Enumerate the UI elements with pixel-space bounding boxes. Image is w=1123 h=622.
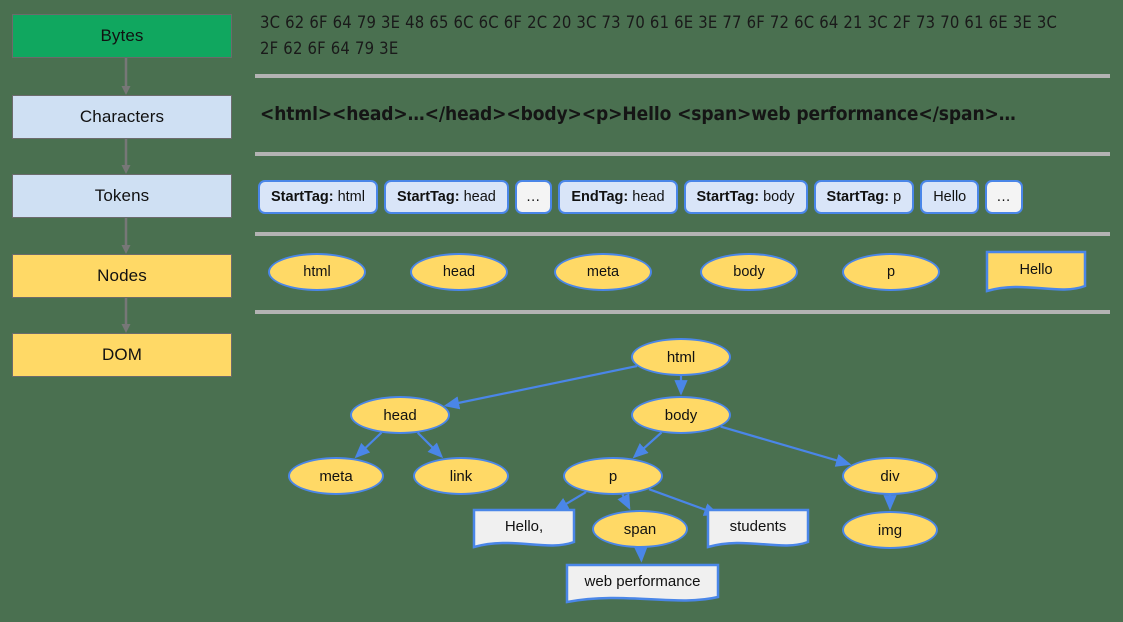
parse-node-label: html [303,264,331,280]
content-panel: 3C 62 6F 64 79 3E 48 65 6C 6C 6F 2C 20 3… [250,0,1123,622]
document-shape-icon [565,563,720,604]
separator-nodes-dom [255,310,1110,314]
pipeline-arrow-down-icon [121,139,131,174]
dom-node-body[interactable]: body [631,396,731,434]
parse-node-p[interactable]: p [842,253,940,291]
parse-node-label: head [442,264,476,280]
token-value: head [632,189,665,205]
dom-node-div[interactable]: div [842,457,938,495]
token-value: html [337,189,365,205]
pipeline-arrow-down-icon [121,58,131,95]
token-chip[interactable]: … [985,180,1023,214]
dom-node-hello[interactable]: Hello, [472,508,576,550]
document-shape-icon [985,250,1087,293]
token-chip[interactable]: StartTag:head [383,180,509,214]
pipeline-stage-characters: Characters [12,95,232,139]
pipeline-stage-label: Tokens [94,186,150,205]
dom-node-label: head [383,406,417,424]
token-prefix: StartTag: [271,189,334,205]
dom-node-link[interactable]: link [413,457,509,495]
bytes-hex-text: 3C 62 6F 64 79 3E 48 65 6C 6C 6F 2C 20 3… [260,13,1058,58]
token-prefix: EndTag: [571,189,629,205]
dom-node-stud[interactable]: students [706,508,810,550]
dom-node-label: link [449,467,473,485]
parse-node-label: body [733,264,765,280]
tree-edge [443,364,638,410]
separator-bytes-characters [255,74,1110,78]
token-prefix: StartTag: [396,189,460,205]
dom-node-html[interactable]: html [631,338,731,376]
token-chip[interactable]: StartTag:html [258,180,378,214]
parse-node-label: Hello [1019,261,1053,278]
characters-markup-text: <html><head>…</head><body><p>Hello <span… [260,103,1016,125]
token-prefix: StartTag: [696,189,760,205]
dom-node-label: web performance [584,572,701,590]
parse-node-head[interactable]: head [410,253,508,291]
dom-node-label: body [664,406,698,424]
pipeline-stage-label: Characters [79,107,165,126]
dom-node-p[interactable]: p [563,457,663,495]
document-shape-icon [706,508,810,549]
tree-edge [553,491,587,512]
pipeline-stage-bytes: Bytes [12,14,232,58]
parse-node-body[interactable]: body [700,253,798,291]
token-chip[interactable]: Hello [920,180,980,214]
dom-node-label: students [729,517,787,535]
pipeline-stage-label: Bytes [100,26,144,45]
parse-node-html[interactable]: html [268,253,366,291]
parse-node-label: meta [586,264,620,280]
pipeline-stage-nodes: Nodes [12,254,232,298]
dom-node-label: meta [319,467,353,485]
token-chip[interactable]: StartTag:p [813,180,915,214]
dom-node-img[interactable]: img [842,511,938,549]
token-value: Hello [933,189,967,205]
dom-node-label: img [877,521,903,539]
parse-node-meta[interactable]: meta [554,253,652,291]
tree-edge [634,546,648,563]
token-value: body [763,189,795,205]
separator-characters-tokens [255,152,1110,156]
dom-node-webp[interactable]: web performance [565,563,720,605]
dom-node-label: Hello, [504,517,544,535]
pipeline-stage-label: DOM [102,345,142,364]
pipeline-stage-dom: DOM [12,333,232,377]
token-value: p [893,189,902,205]
pipeline-arrow-down-icon [121,218,131,254]
token-chip[interactable]: … [514,180,553,214]
token-value: head [463,189,496,205]
tree-edge [720,425,852,467]
pipeline-arrow-down-icon [121,298,131,333]
tree-edge [416,431,444,459]
pipeline-stage-tokens: Tokens [12,174,232,218]
separator-tokens-nodes [255,232,1110,236]
token-chip[interactable]: StartTag:body [683,180,808,214]
dom-node-meta[interactable]: meta [288,457,384,495]
dom-node-span[interactable]: span [592,510,688,548]
dom-node-label: div [880,467,900,485]
nodes-row: html head meta body p Hello [250,248,1123,308]
tree-edge [354,431,383,459]
token-prefix: StartTag: [826,189,890,205]
dom-node-head[interactable]: head [350,396,450,434]
token-chip[interactable]: EndTag:head [558,180,678,214]
token-value: … [996,189,1012,205]
pipeline-stage-label: Nodes [97,266,147,285]
parse-node-label: p [886,264,896,280]
dom-node-label: html [666,348,696,366]
dom-node-label: span [623,520,657,538]
parse-node-hello[interactable]: Hello [985,250,1087,294]
tree-edge [648,488,720,516]
tree-edge [617,493,631,511]
document-shape-icon [472,508,576,549]
token-value: … [525,189,542,205]
tree-edge [632,431,663,459]
dom-tree-edges [354,364,897,563]
dom-node-label: p [608,467,618,485]
